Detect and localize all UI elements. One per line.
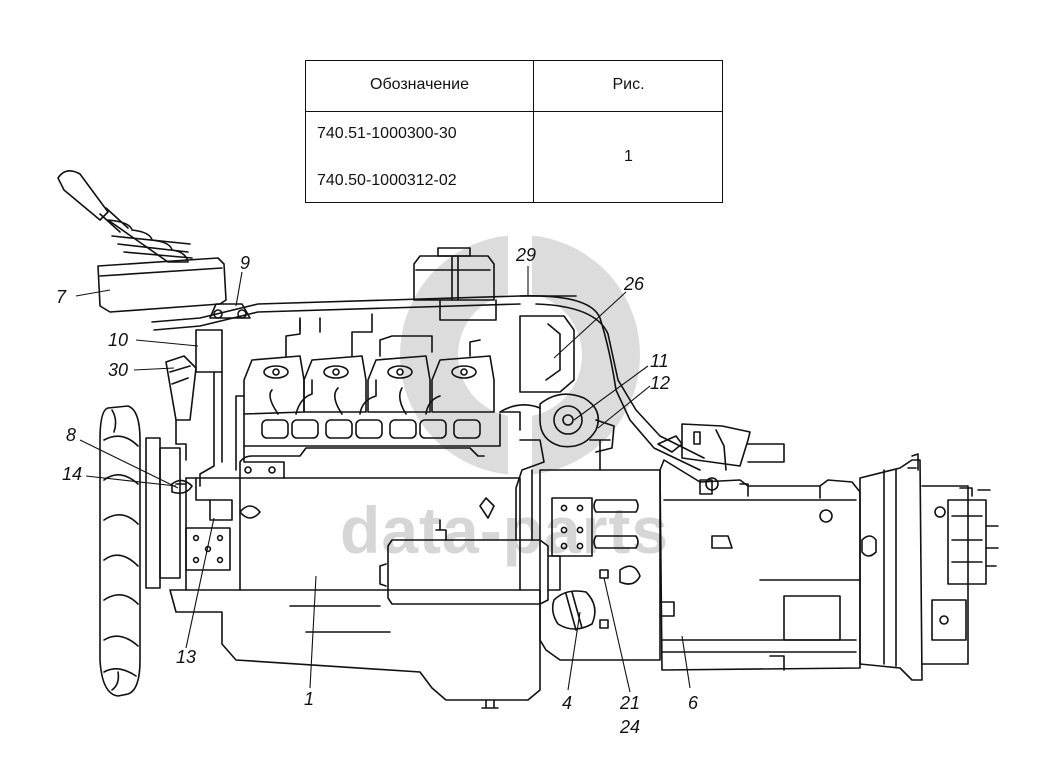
watermark-text: data-parts	[340, 493, 670, 567]
intake-pipe	[165, 329, 223, 461]
callout-1: 1	[304, 689, 315, 709]
callout-9: 9	[240, 253, 251, 273]
callout-4: 4	[562, 693, 573, 713]
table-cell-designation-1: 740.51-1000300-30	[317, 125, 457, 142]
callout-21: 21	[620, 693, 641, 713]
callout-13: 13	[176, 647, 197, 667]
callout-14: 14	[62, 464, 83, 484]
gear-lever	[57, 170, 227, 313]
callout-24: 24	[620, 717, 641, 737]
callout-29: 29	[516, 245, 537, 265]
table-cell-figure: 1	[624, 148, 633, 165]
callout-6: 6	[688, 693, 699, 713]
callout-7: 7	[56, 287, 67, 307]
callout-8: 8	[66, 425, 77, 445]
designation-table: Обозначение Рис. 740.51-1000300-30 740.5…	[305, 60, 723, 203]
callout-10: 10	[108, 330, 129, 350]
callout-30: 30	[108, 360, 129, 380]
gearbox	[657, 423, 861, 671]
expansion-tank	[413, 247, 497, 321]
table-header-figure: Рис.	[612, 76, 645, 93]
table-cell-designation-2: 740.50-1000312-02	[317, 172, 457, 189]
table-column-divider	[533, 61, 535, 202]
cylinder-heads	[243, 355, 501, 479]
callout-11: 11	[650, 351, 669, 371]
callout-12: 12	[650, 373, 671, 393]
table-header-divider	[306, 111, 722, 113]
table-header-designation: Обозначение	[370, 76, 469, 93]
lower-pipes	[171, 477, 211, 501]
gearbox-rear	[859, 453, 999, 681]
callout-26: 26	[624, 274, 645, 294]
cooling-fan	[99, 405, 181, 697]
